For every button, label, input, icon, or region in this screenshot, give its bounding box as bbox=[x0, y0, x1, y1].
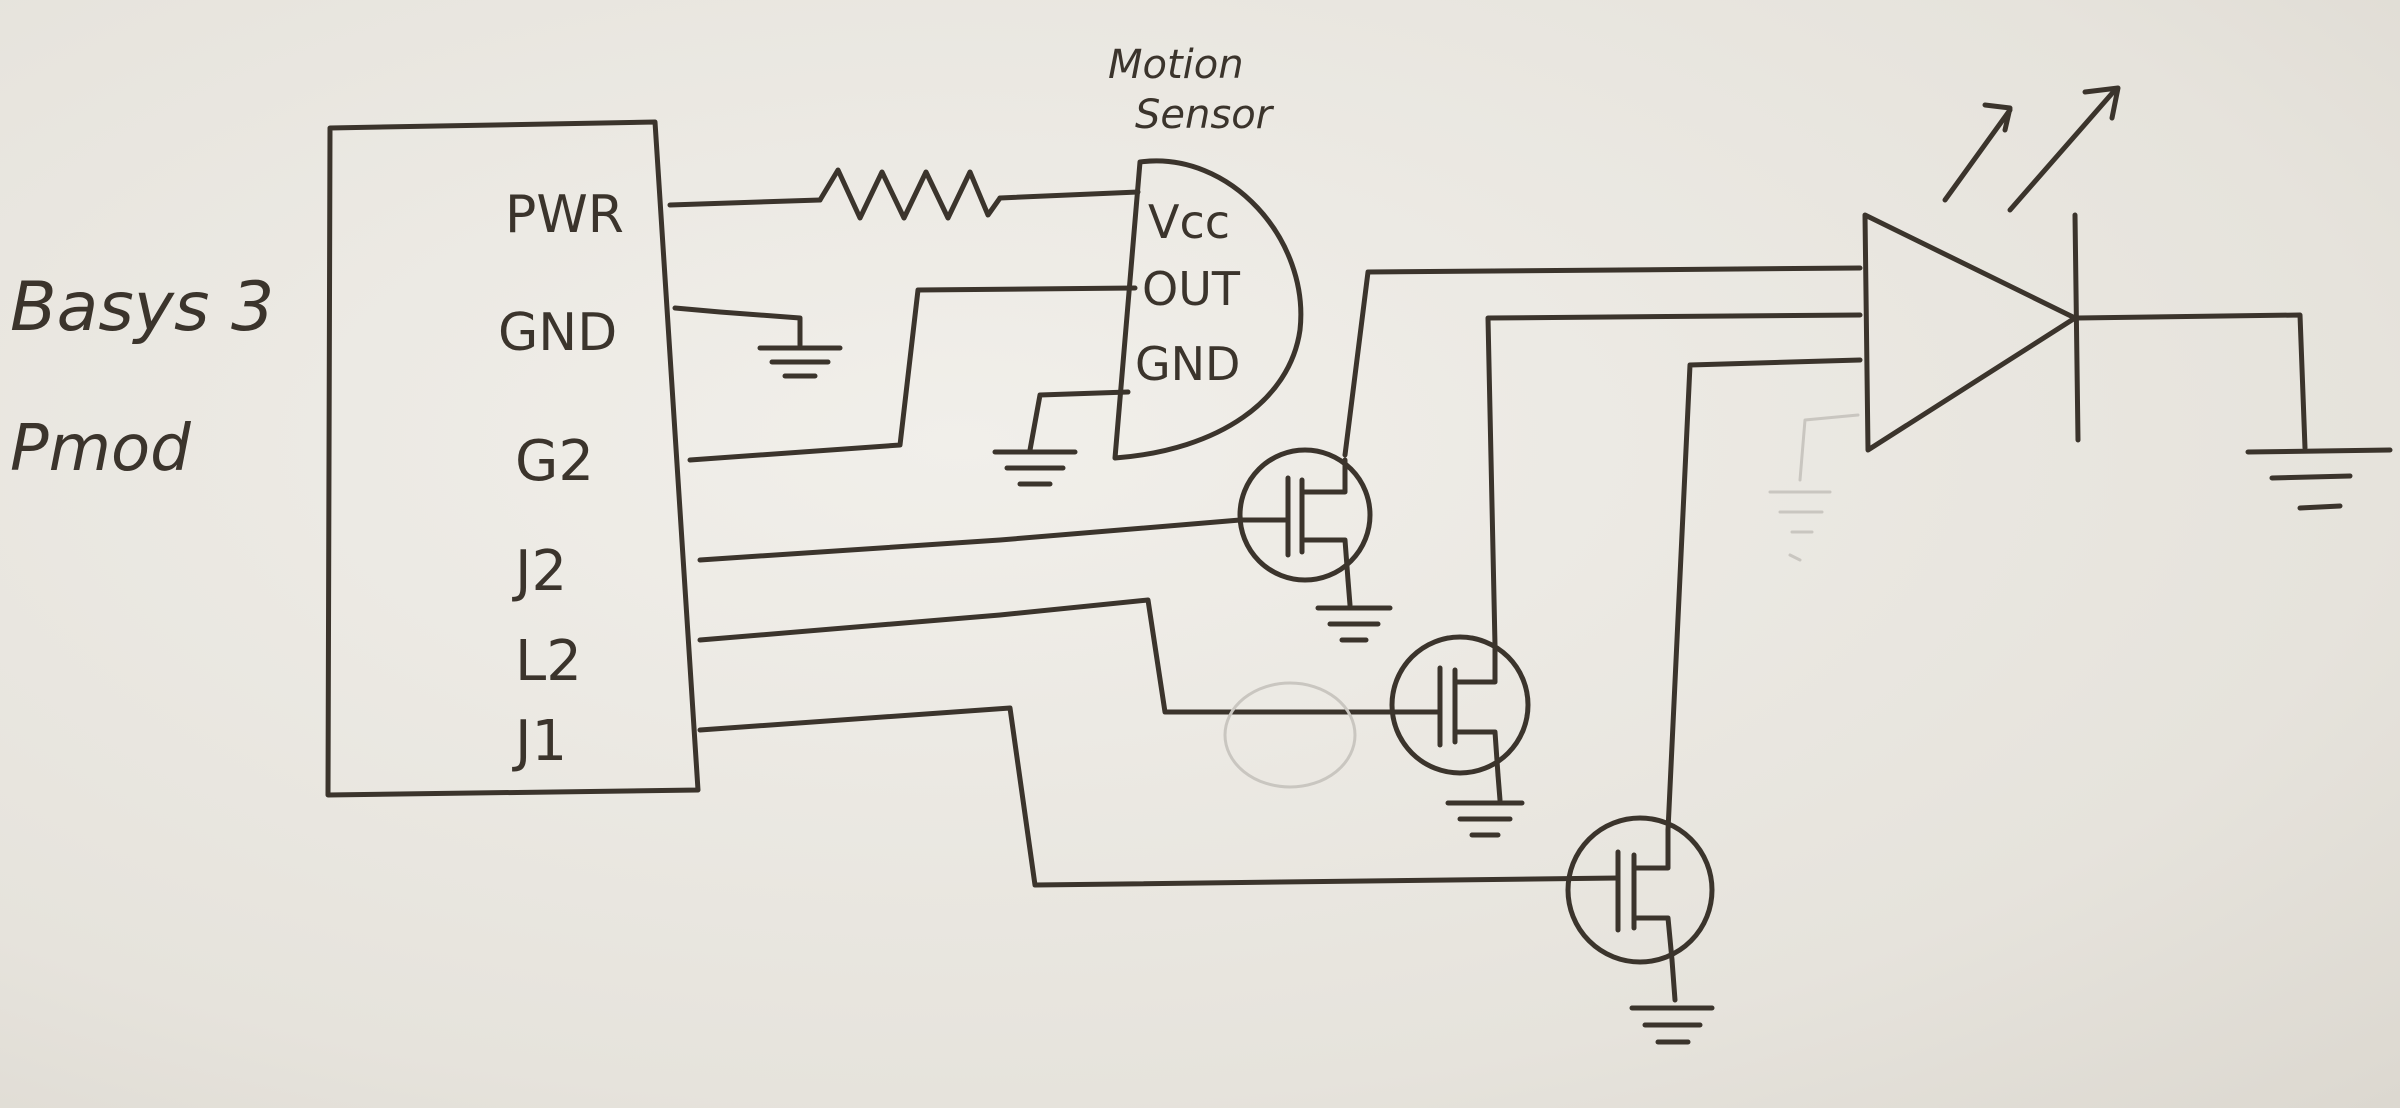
transistor-icon bbox=[1565, 815, 1715, 965]
sensor-pin-gnd: GND bbox=[1135, 337, 1240, 391]
sensor-pin-vcc: Vcc bbox=[1148, 195, 1230, 249]
ground-icon bbox=[1445, 800, 1525, 838]
pin-label-l2: L2 bbox=[515, 629, 582, 694]
wire-g2-out bbox=[687, 285, 1138, 463]
faint-erased-marks bbox=[1223, 413, 1860, 789]
wire-t3-led bbox=[1665, 357, 1863, 833]
sensor-title-line1: Motion bbox=[1108, 42, 1244, 88]
wire-l2-gate bbox=[697, 597, 1443, 715]
board-outline bbox=[325, 119, 701, 798]
wire-sensor-gnd bbox=[1027, 389, 1131, 453]
sensor-pin-out: OUT bbox=[1142, 262, 1241, 316]
ground-icon bbox=[1629, 1005, 1715, 1045]
pin-label-g2: G2 bbox=[515, 429, 594, 494]
motion-sensor-body bbox=[1112, 158, 1304, 461]
resistor-icon bbox=[817, 167, 1003, 221]
wire-board-gnd bbox=[672, 305, 803, 348]
board-subtitle: Pmod bbox=[10, 412, 191, 486]
ground-icon bbox=[2245, 447, 2393, 511]
wire-led-gnd bbox=[2075, 312, 2308, 451]
board-title: Basys 3 bbox=[10, 268, 274, 347]
led-icon bbox=[1862, 85, 2121, 453]
wire-t1-gnd bbox=[1345, 577, 1353, 608]
pin-label-pwr: PWR bbox=[505, 185, 624, 245]
ground-icon bbox=[757, 345, 843, 379]
pin-label-gnd: GND bbox=[498, 303, 617, 363]
wire-t1-led bbox=[1342, 265, 1863, 458]
wire-t2-gnd bbox=[1495, 772, 1503, 803]
wire-t3-gnd bbox=[1669, 957, 1678, 1003]
ground-icon bbox=[992, 449, 1078, 487]
sensor-title-line2: Sensor bbox=[1135, 92, 1275, 138]
transistor-icon bbox=[1237, 447, 1373, 583]
wire-t2-led bbox=[1485, 312, 1863, 648]
wire-j1-gate bbox=[697, 705, 1621, 888]
ground-icon bbox=[1315, 605, 1393, 643]
transistor-icon bbox=[1389, 634, 1531, 778]
wire-j2-gate bbox=[697, 517, 1291, 563]
pin-label-j2: J2 bbox=[512, 539, 567, 604]
pin-label-j1: J1 bbox=[512, 709, 567, 774]
wire-pwr-vcc bbox=[667, 189, 1141, 208]
